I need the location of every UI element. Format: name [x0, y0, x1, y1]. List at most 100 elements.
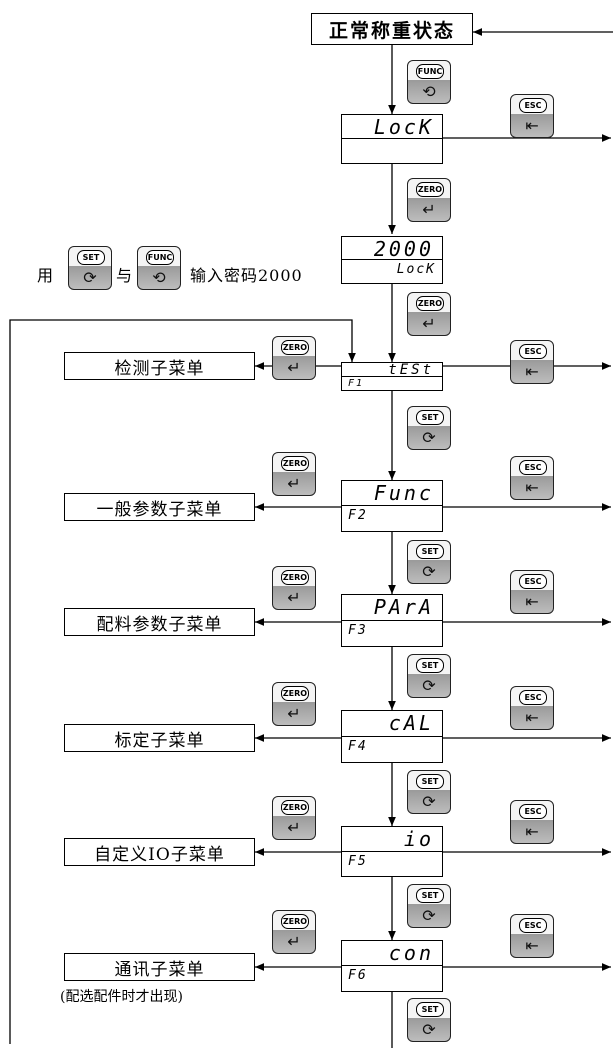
rotate-icon: ⟲ — [422, 82, 436, 101]
enter-icon: ↵ — [287, 588, 301, 607]
up-arrow-icon: ⟳ — [83, 268, 97, 287]
normal-weighing-state-box: 正常称重状态 — [311, 13, 473, 45]
enter-icon: ↵ — [287, 932, 301, 951]
menu-display-f6: con F6 — [341, 940, 443, 992]
up-arrow-icon: ⟳ — [422, 428, 436, 447]
exit-icon: ⇤ — [525, 708, 539, 727]
set-key: SET ⟳ — [407, 540, 451, 584]
rotate-icon: ⟲ — [152, 268, 166, 287]
submenu-label: 检测子菜单 — [114, 358, 205, 379]
esc-key: ESC ⇤ — [510, 914, 554, 958]
menu-display-f3: PArA F3 — [341, 594, 443, 647]
exit-icon: ⇤ — [525, 936, 539, 955]
set-key-label: SET — [416, 774, 444, 789]
zero-key-label: ZERO — [281, 570, 309, 585]
menu-code: io — [342, 827, 442, 852]
enter-icon: ↵ — [422, 314, 436, 333]
menu-id: F3 — [348, 622, 368, 638]
menu-id: F4 — [348, 738, 368, 754]
submenu-label: 一般参数子菜单 — [96, 499, 223, 520]
zero-key: ZERO ↵ — [272, 336, 316, 380]
esc-key: ESC ⇤ — [510, 686, 554, 730]
enter-icon: ↵ — [287, 358, 301, 377]
esc-key-label: ESC — [519, 918, 547, 933]
set-key-label: SET — [416, 888, 444, 903]
exit-icon: ⇤ — [525, 116, 539, 135]
submenu-label: 配料参数子菜单 — [96, 614, 223, 635]
set-key: SET ⟳ — [407, 406, 451, 450]
esc-key: ESC ⇤ — [510, 456, 554, 500]
password-suffix: 输入密码2000 — [190, 266, 303, 285]
esc-key-label: ESC — [519, 804, 547, 819]
zero-key-label: ZERO — [281, 800, 309, 815]
exit-icon: ⇤ — [525, 822, 539, 841]
zero-key: ZERO ↵ — [272, 452, 316, 496]
set-key: SET ⟳ — [407, 770, 451, 814]
set-key-label: SET — [416, 410, 444, 425]
submenu-label: 标定子菜单 — [114, 730, 205, 751]
esc-key-label: ESC — [519, 574, 547, 589]
exit-icon: ⇤ — [525, 362, 539, 381]
func-key-label: FUNC — [416, 64, 444, 79]
set-key: SET ⟳ — [407, 998, 451, 1042]
exit-icon: ⇤ — [525, 478, 539, 497]
lock-display-blank — [342, 139, 442, 163]
submenu-label-f4: 标定子菜单 — [64, 724, 255, 752]
password-middle: 与 — [116, 266, 134, 285]
submenu-label: 自定义IO子菜单 — [94, 844, 225, 865]
up-arrow-icon: ⟳ — [422, 676, 436, 695]
exit-icon: ⇤ — [525, 592, 539, 611]
menu-id: F2 — [348, 508, 368, 523]
esc-key: ESC ⇤ — [510, 800, 554, 844]
set-key: SET ⟳ — [68, 246, 112, 290]
zero-key: ZERO ↵ — [272, 910, 316, 954]
enter-icon: ↵ — [422, 200, 436, 219]
password-display: 2000 LocK — [341, 236, 443, 284]
set-key-label: SET — [416, 1002, 444, 1017]
esc-key: ESC ⇤ — [510, 94, 554, 138]
func-key-label: FUNC — [146, 250, 174, 265]
enter-icon: ↵ — [287, 818, 301, 837]
submenu-label-f1: 检测子菜单 — [64, 352, 255, 380]
zero-key-label: ZERO — [281, 456, 309, 471]
password-display-lock: LocK — [396, 262, 436, 277]
submenu-label-f5: 自定义IO子菜单 — [64, 838, 255, 866]
set-key-label: SET — [416, 544, 444, 559]
menu-display-f4: cAL F4 — [341, 710, 443, 763]
up-arrow-icon: ⟳ — [422, 1020, 436, 1039]
set-key: SET ⟳ — [407, 654, 451, 698]
submenu-label-f3: 配料参数子菜单 — [64, 608, 255, 636]
menu-id: F5 — [348, 853, 368, 869]
password-display-value: 2000 — [342, 237, 442, 261]
submenu-label-f6: 通讯子菜单 — [64, 953, 255, 981]
zero-key: ZERO ↵ — [407, 292, 451, 336]
menu-display-f2: Func F2 — [341, 480, 443, 532]
set-key: SET ⟳ — [407, 884, 451, 928]
submenu-label-f2: 一般参数子菜单 — [64, 493, 255, 521]
state-label: 正常称重状态 — [328, 19, 455, 42]
password-prefix: 用 — [37, 266, 55, 285]
up-arrow-icon: ⟳ — [422, 792, 436, 811]
comm-note: (配选配件时才出现) — [60, 989, 183, 1005]
set-key-label: SET — [416, 658, 444, 673]
esc-key-label: ESC — [519, 98, 547, 113]
zero-key: ZERO ↵ — [272, 796, 316, 840]
esc-key-label: ESC — [519, 690, 547, 705]
zero-key: ZERO ↵ — [272, 566, 316, 610]
submenu-label: 通讯子菜单 — [114, 959, 205, 980]
esc-key-label: ESC — [519, 460, 547, 475]
func-key: FUNC ⟲ — [407, 60, 451, 104]
enter-icon: ↵ — [287, 474, 301, 493]
menu-display-f1: tESt F1 — [341, 362, 443, 391]
menu-display-f5: io F5 — [341, 826, 443, 877]
up-arrow-icon: ⟳ — [422, 562, 436, 581]
zero-key: ZERO ↵ — [272, 682, 316, 726]
up-arrow-icon: ⟳ — [422, 906, 436, 925]
menu-code: con — [342, 941, 442, 966]
menu-code: tESt — [342, 363, 442, 377]
menu-code: cAL — [342, 711, 442, 737]
zero-key-label: ZERO — [281, 914, 309, 929]
zero-key-label: ZERO — [416, 182, 444, 197]
